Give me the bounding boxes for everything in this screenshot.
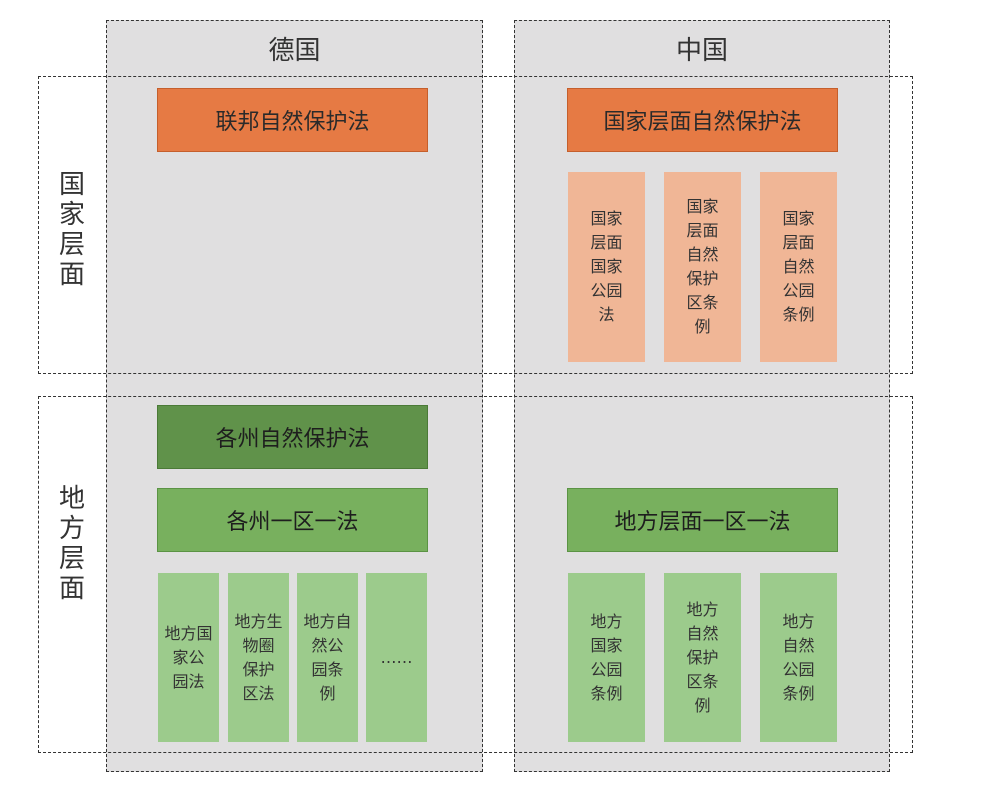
china-local-nature-park-regulation-box: 地方 自然 公园 条例	[760, 573, 837, 742]
china-local-national-park-regulation-box: 地方 国家 公园 条例	[568, 573, 645, 742]
local-national-park-law-box: 地方国 家公 园法	[158, 573, 219, 742]
local-one-area-one-law: 地方层面一区一法	[567, 488, 838, 552]
china-local-nature-reserve-regulation-box: 地方 自然 保护 区条 例	[664, 573, 741, 742]
ellipsis-box: ……	[366, 573, 427, 742]
national-nature-reserve-regulation-box: 国家 层面 自然 保护 区条 例	[664, 172, 741, 362]
local-level-label: 地方 层面	[58, 484, 85, 604]
local-level-row	[38, 396, 913, 753]
local-nature-park-regulation-box: 地方自 然公 园条 例	[297, 573, 358, 742]
local-biosphere-reserve-law-box: 地方生 物圈 保护 区法	[228, 573, 289, 742]
national-level-label: 国家 层面	[58, 170, 85, 290]
national-park-law-box: 国家 层面 国家 公园 法	[568, 172, 645, 362]
state-one-area-one-law: 各州一区一法	[157, 488, 428, 552]
national-level-row	[38, 76, 913, 374]
federal-nature-conservation-law: 联邦自然保护法	[157, 88, 428, 152]
national-nature-conservation-law: 国家层面自然保护法	[567, 88, 838, 152]
state-nature-conservation-law: 各州自然保护法	[157, 405, 428, 469]
national-nature-park-regulation-box: 国家 层面 自然 公园 条例	[760, 172, 837, 362]
china-header: 中国	[675, 36, 728, 66]
germany-header: 德国	[268, 36, 321, 66]
